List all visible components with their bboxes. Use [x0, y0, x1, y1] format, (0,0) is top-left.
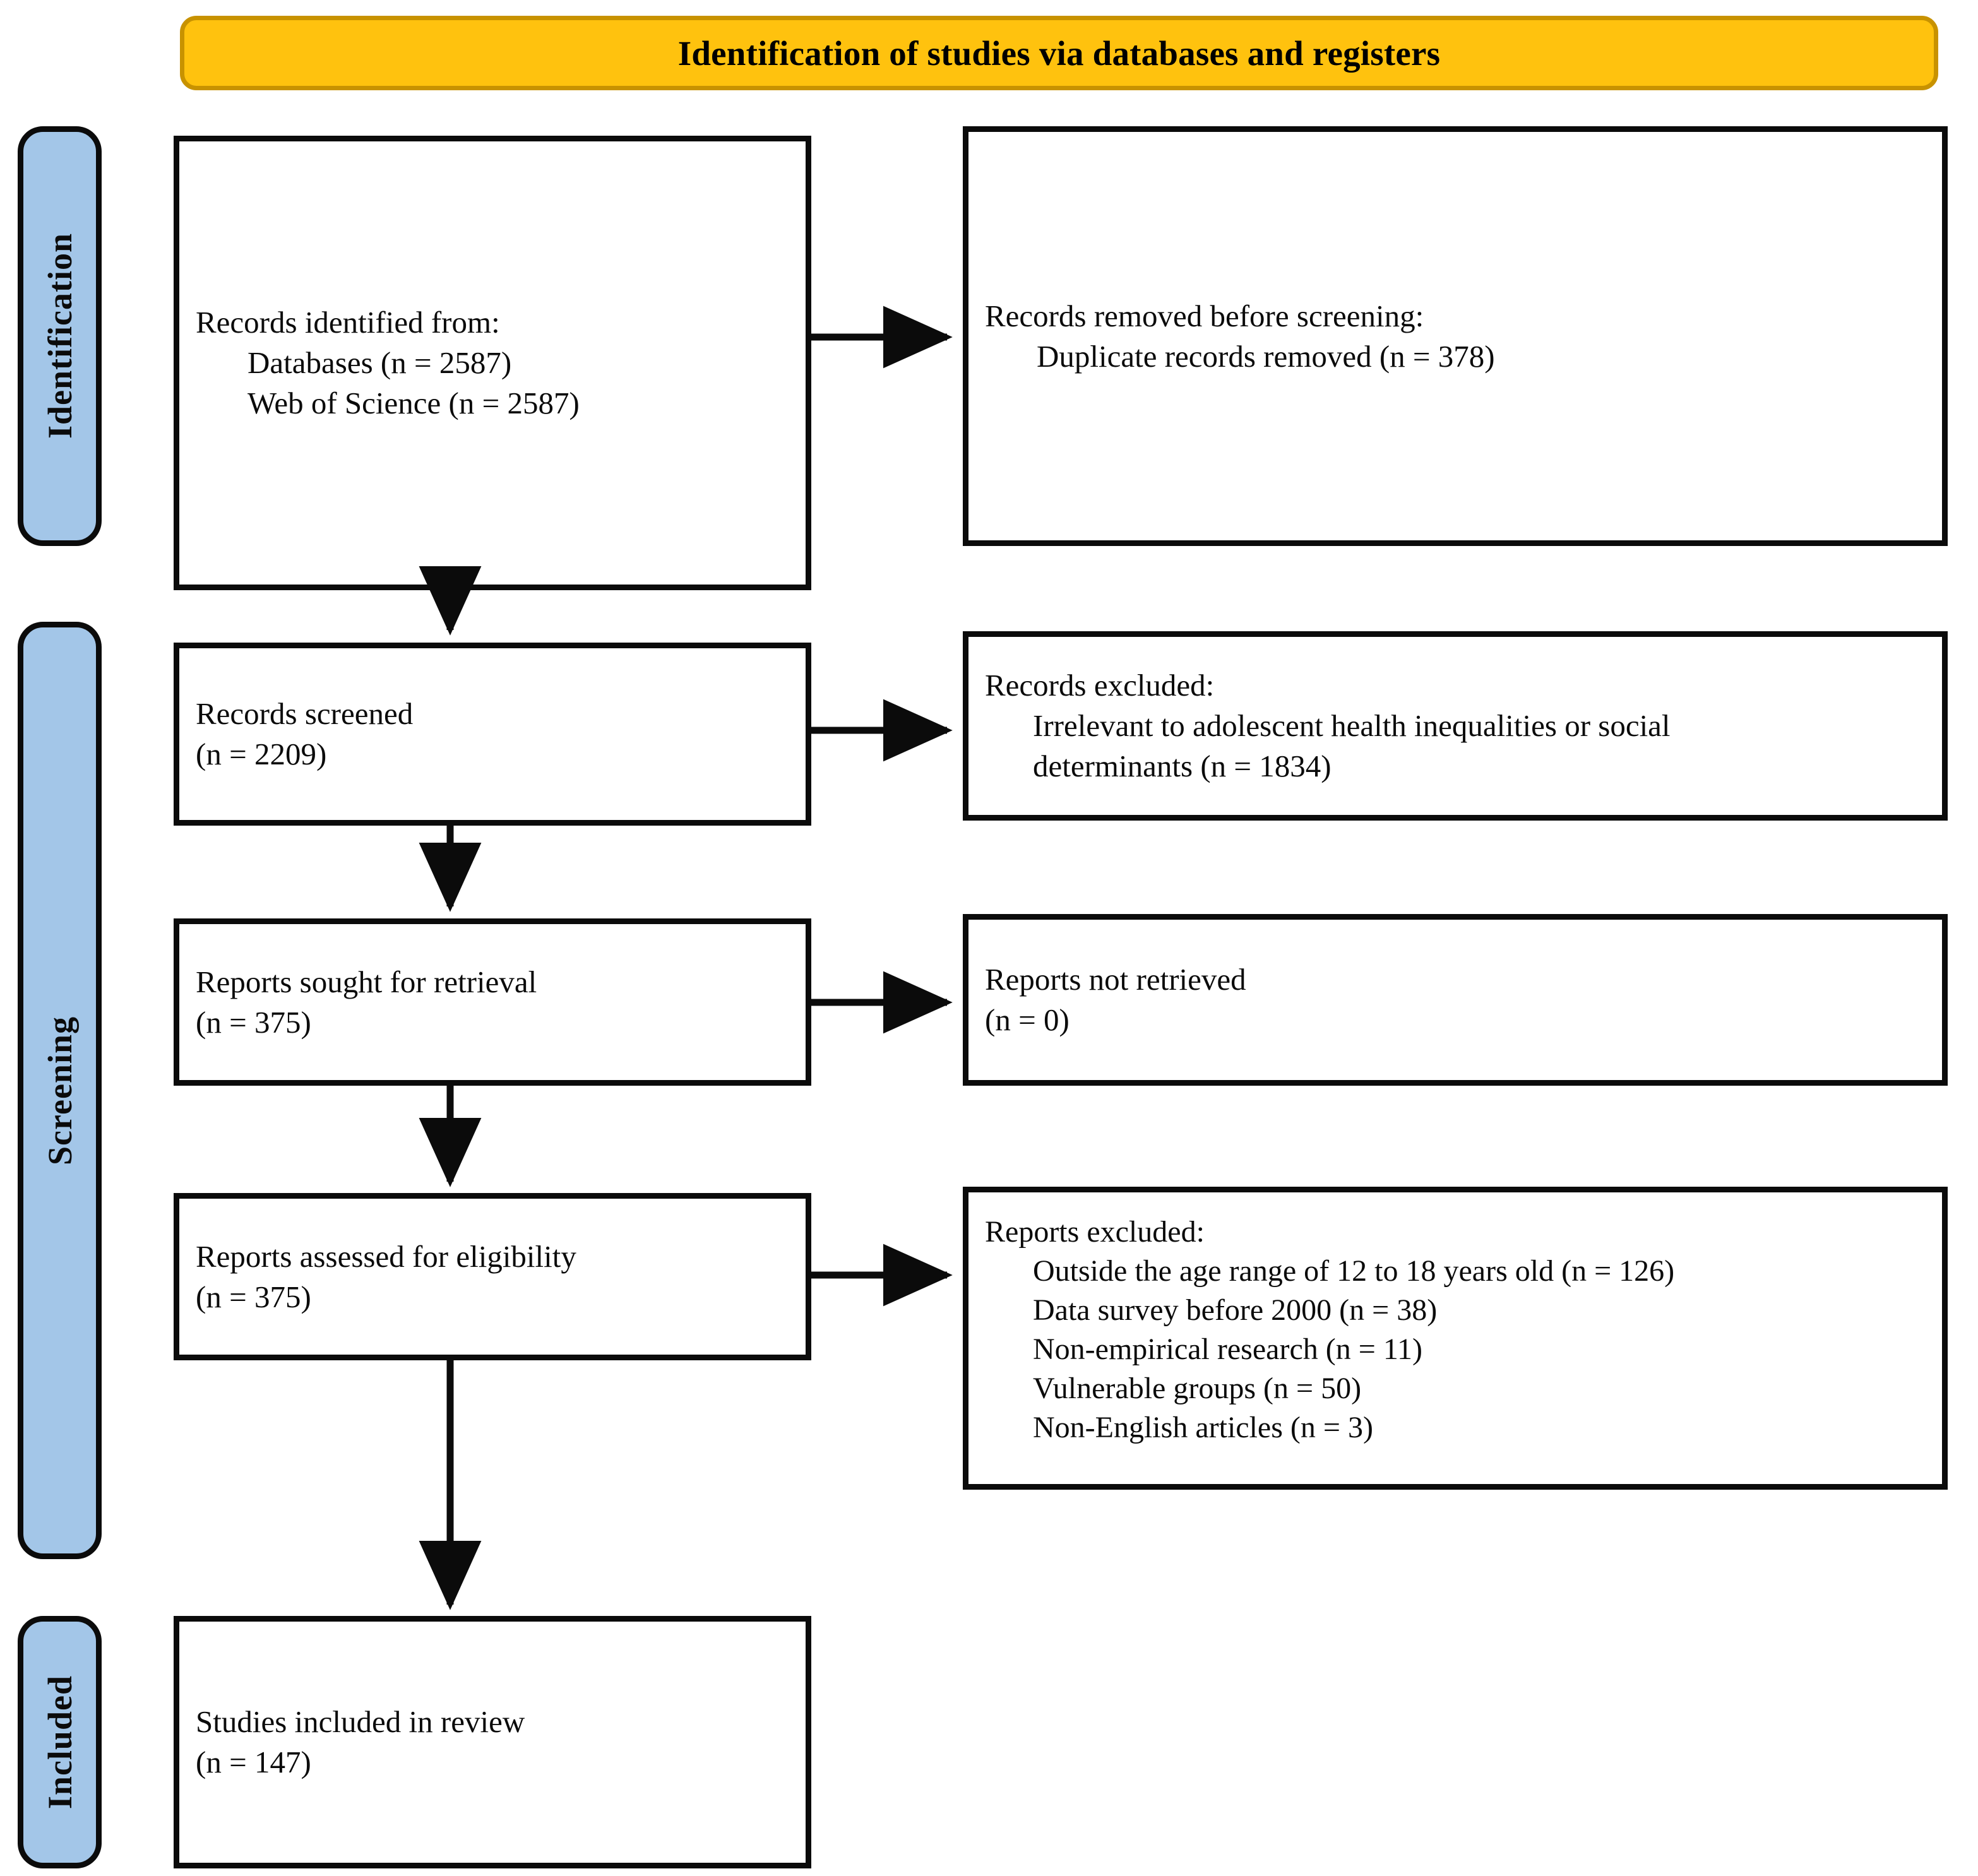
node-heading: Records identified from: [196, 305, 500, 340]
node-reports-not-retrieved: Reports not retrieved (n = 0) [963, 914, 1948, 1086]
node-heading: Reports sought for retrieval [196, 964, 537, 999]
node-heading: Reports excluded: [985, 1215, 1205, 1249]
node-item: Outside the age range of 12 to 18 years … [1033, 1254, 1675, 1288]
node-records-identified: Records identified from: Databases (n = … [174, 136, 811, 590]
node-item: Data survey before 2000 (n = 38) [1033, 1293, 1438, 1327]
stage-tab-screening-label: Screening [40, 1016, 79, 1165]
node-reports-excluded: Reports excluded: Outside the age range … [963, 1187, 1948, 1490]
node-reports-assessed-for-eligibility: Reports assessed for eligibility (n = 37… [174, 1193, 811, 1360]
node-records-screened: Records screened (n = 2209) [174, 643, 811, 826]
node-count: (n = 2209) [196, 737, 327, 771]
diagram-header-banner: Identification of studies via databases … [180, 16, 1938, 90]
node-item: Non-English articles (n = 3) [1033, 1410, 1373, 1444]
node-count: (n = 375) [196, 1279, 311, 1314]
node-item: Vulnerable groups (n = 50) [1033, 1371, 1362, 1405]
node-item: Duplicate records removed (n = 378) [1037, 338, 1495, 374]
node-heading: Reports not retrieved [985, 962, 1246, 997]
node-heading: Reports assessed for eligibility [196, 1238, 576, 1274]
node-item: determinants (n = 1834) [1033, 748, 1332, 783]
node-heading: Records screened [196, 696, 414, 732]
node-item: Web of Science (n = 2587) [247, 385, 580, 420]
stage-tab-included-label: Included [40, 1675, 79, 1810]
node-heading: Records excluded: [985, 668, 1215, 703]
stage-tab-included: Included [18, 1616, 102, 1868]
node-records-excluded: Records excluded: Irrelevant to adolesce… [963, 631, 1948, 821]
stage-tab-screening: Screening [18, 622, 102, 1559]
node-item: Databases (n = 2587) [247, 345, 512, 381]
stage-tab-identification: Identification [18, 126, 102, 546]
node-count: (n = 0) [985, 1002, 1069, 1037]
node-reports-sought-for-retrieval: Reports sought for retrieval (n = 375) [174, 918, 811, 1086]
node-heading: Studies included in review [196, 1704, 525, 1740]
stage-tab-identification-label: Identification [40, 233, 79, 439]
node-item: Irrelevant to adolescent health inequali… [1033, 708, 1671, 744]
node-records-removed-before-screening: Records removed before screening: Duplic… [963, 126, 1948, 546]
node-studies-included-in-review: Studies included in review (n = 147) [174, 1616, 811, 1868]
node-heading: Records removed before screening: [985, 298, 1424, 333]
node-count: (n = 375) [196, 1004, 311, 1040]
diagram-title: Identification of studies via databases … [677, 33, 1441, 73]
node-item: Non-empirical research (n = 11) [1033, 1332, 1423, 1366]
node-count: (n = 147) [196, 1745, 311, 1779]
